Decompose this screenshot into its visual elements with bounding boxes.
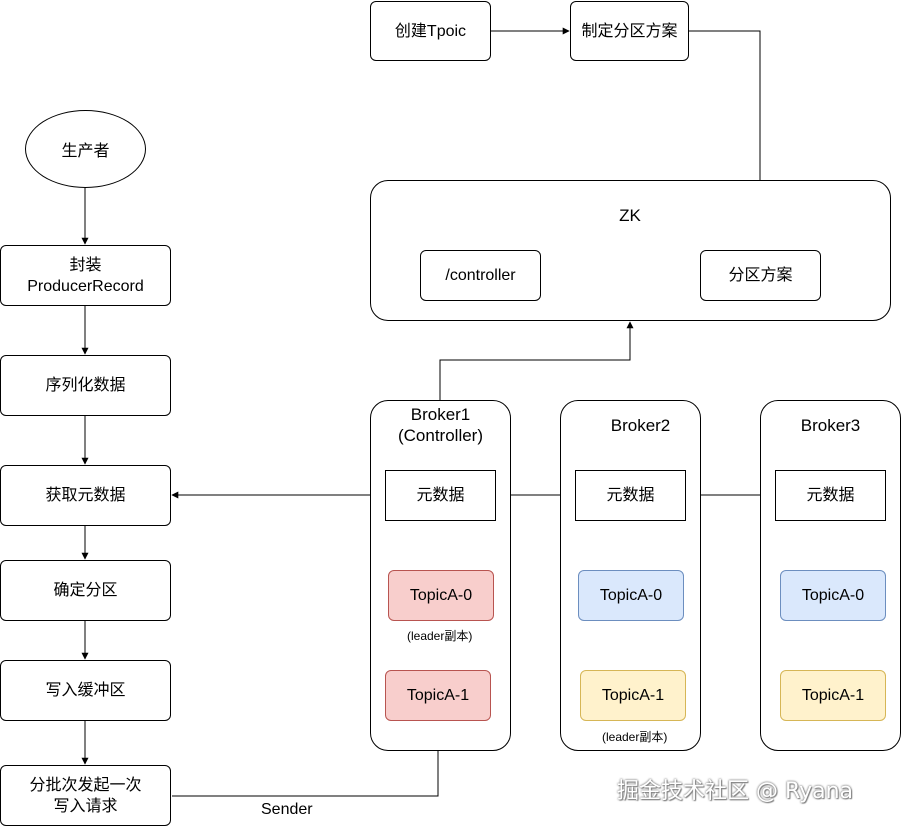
broker3-metadata-node: 元数据 (775, 470, 886, 521)
fetch-metadata-label: 获取元数据 (45, 487, 126, 504)
producer-node: 生产者 (25, 110, 146, 188)
broker2-topic-a0-label: TopicA-0 (599, 587, 663, 604)
serialize-label: 序列化数据 (45, 377, 126, 394)
broker3-title: Broker3 (800, 416, 861, 435)
determine-partition-node: 确定分区 (0, 560, 171, 621)
broker1-topic-a1-label: TopicA-1 (406, 687, 470, 704)
broker2-metadata-label: 元数据 (606, 487, 655, 504)
write-buffer-node: 写入缓冲区 (0, 660, 171, 721)
broker1-topic-a0: TopicA-0 (388, 570, 494, 621)
broker3-topic-a1: TopicA-1 (780, 670, 886, 721)
broker2-topic-a1-label: TopicA-1 (601, 687, 665, 704)
zk-controller-node: /controller (420, 250, 541, 301)
broker2-topic-a0: TopicA-0 (578, 570, 684, 621)
producer-label: 生产者 (61, 143, 110, 160)
plan-partition-node: 制定分区方案 (570, 1, 689, 61)
broker2-metadata-node: 元数据 (575, 470, 686, 521)
watermark: 掘金技术社区 @ Ryana (617, 779, 853, 804)
broker1-title-line2: (Controller) (397, 426, 484, 445)
wrap-label-line2: ProducerRecord (27, 277, 144, 295)
broker1-topic-a1: TopicA-1 (385, 670, 491, 721)
arrow-broker1-to-zk (439, 321, 634, 400)
broker2-leader-note: (leader副本) (602, 730, 668, 744)
broker3-metadata-label: 元数据 (806, 487, 855, 504)
broker1-leader-note: (leader副本) (407, 629, 473, 643)
fetch-metadata-node: 获取元数据 (0, 465, 171, 526)
broker3-topic-a1-label: TopicA-1 (801, 687, 865, 704)
broker1-metadata-label: 元数据 (416, 487, 465, 504)
arrow-plan-to-zk-partition (689, 30, 764, 250)
broker1-title: Broker1 (Controller) (370, 404, 511, 446)
wrap-record-node: 封装 ProducerRecord (0, 245, 171, 306)
batch-label-line2: 写入请求 (53, 797, 118, 815)
determine-partition-label: 确定分区 (53, 582, 118, 599)
broker3-topic-a0-label: TopicA-0 (801, 587, 865, 604)
broker1-topic-a0-label: TopicA-0 (409, 587, 473, 604)
broker2-title: Broker2 (610, 416, 671, 435)
zk-partition-plan-node: 分区方案 (700, 250, 821, 301)
zk-title: ZK (619, 206, 641, 225)
batch-request-node: 分批次发起一次 写入请求 (0, 765, 171, 826)
plan-partition-label: 制定分区方案 (581, 22, 678, 40)
batch-label-line1: 分批次发起一次 (29, 776, 142, 794)
broker2-topic-a1: TopicA-1 (580, 670, 686, 721)
create-topic-label: 创建Tpoic (394, 22, 467, 40)
broker1-metadata-node: 元数据 (385, 470, 496, 521)
write-buffer-label: 写入缓冲区 (45, 682, 126, 699)
zk-partition-plan-label: 分区方案 (728, 267, 793, 284)
broker3-topic-a0: TopicA-0 (780, 570, 886, 621)
sender-label: Sender (261, 801, 313, 818)
zk-controller-label: /controller (445, 267, 516, 284)
wrap-label-line1: 封装 (69, 256, 102, 274)
serialize-node: 序列化数据 (0, 355, 171, 416)
create-topic-node: 创建Tpoic (370, 1, 491, 61)
broker1-title-line1: Broker1 (410, 405, 471, 424)
